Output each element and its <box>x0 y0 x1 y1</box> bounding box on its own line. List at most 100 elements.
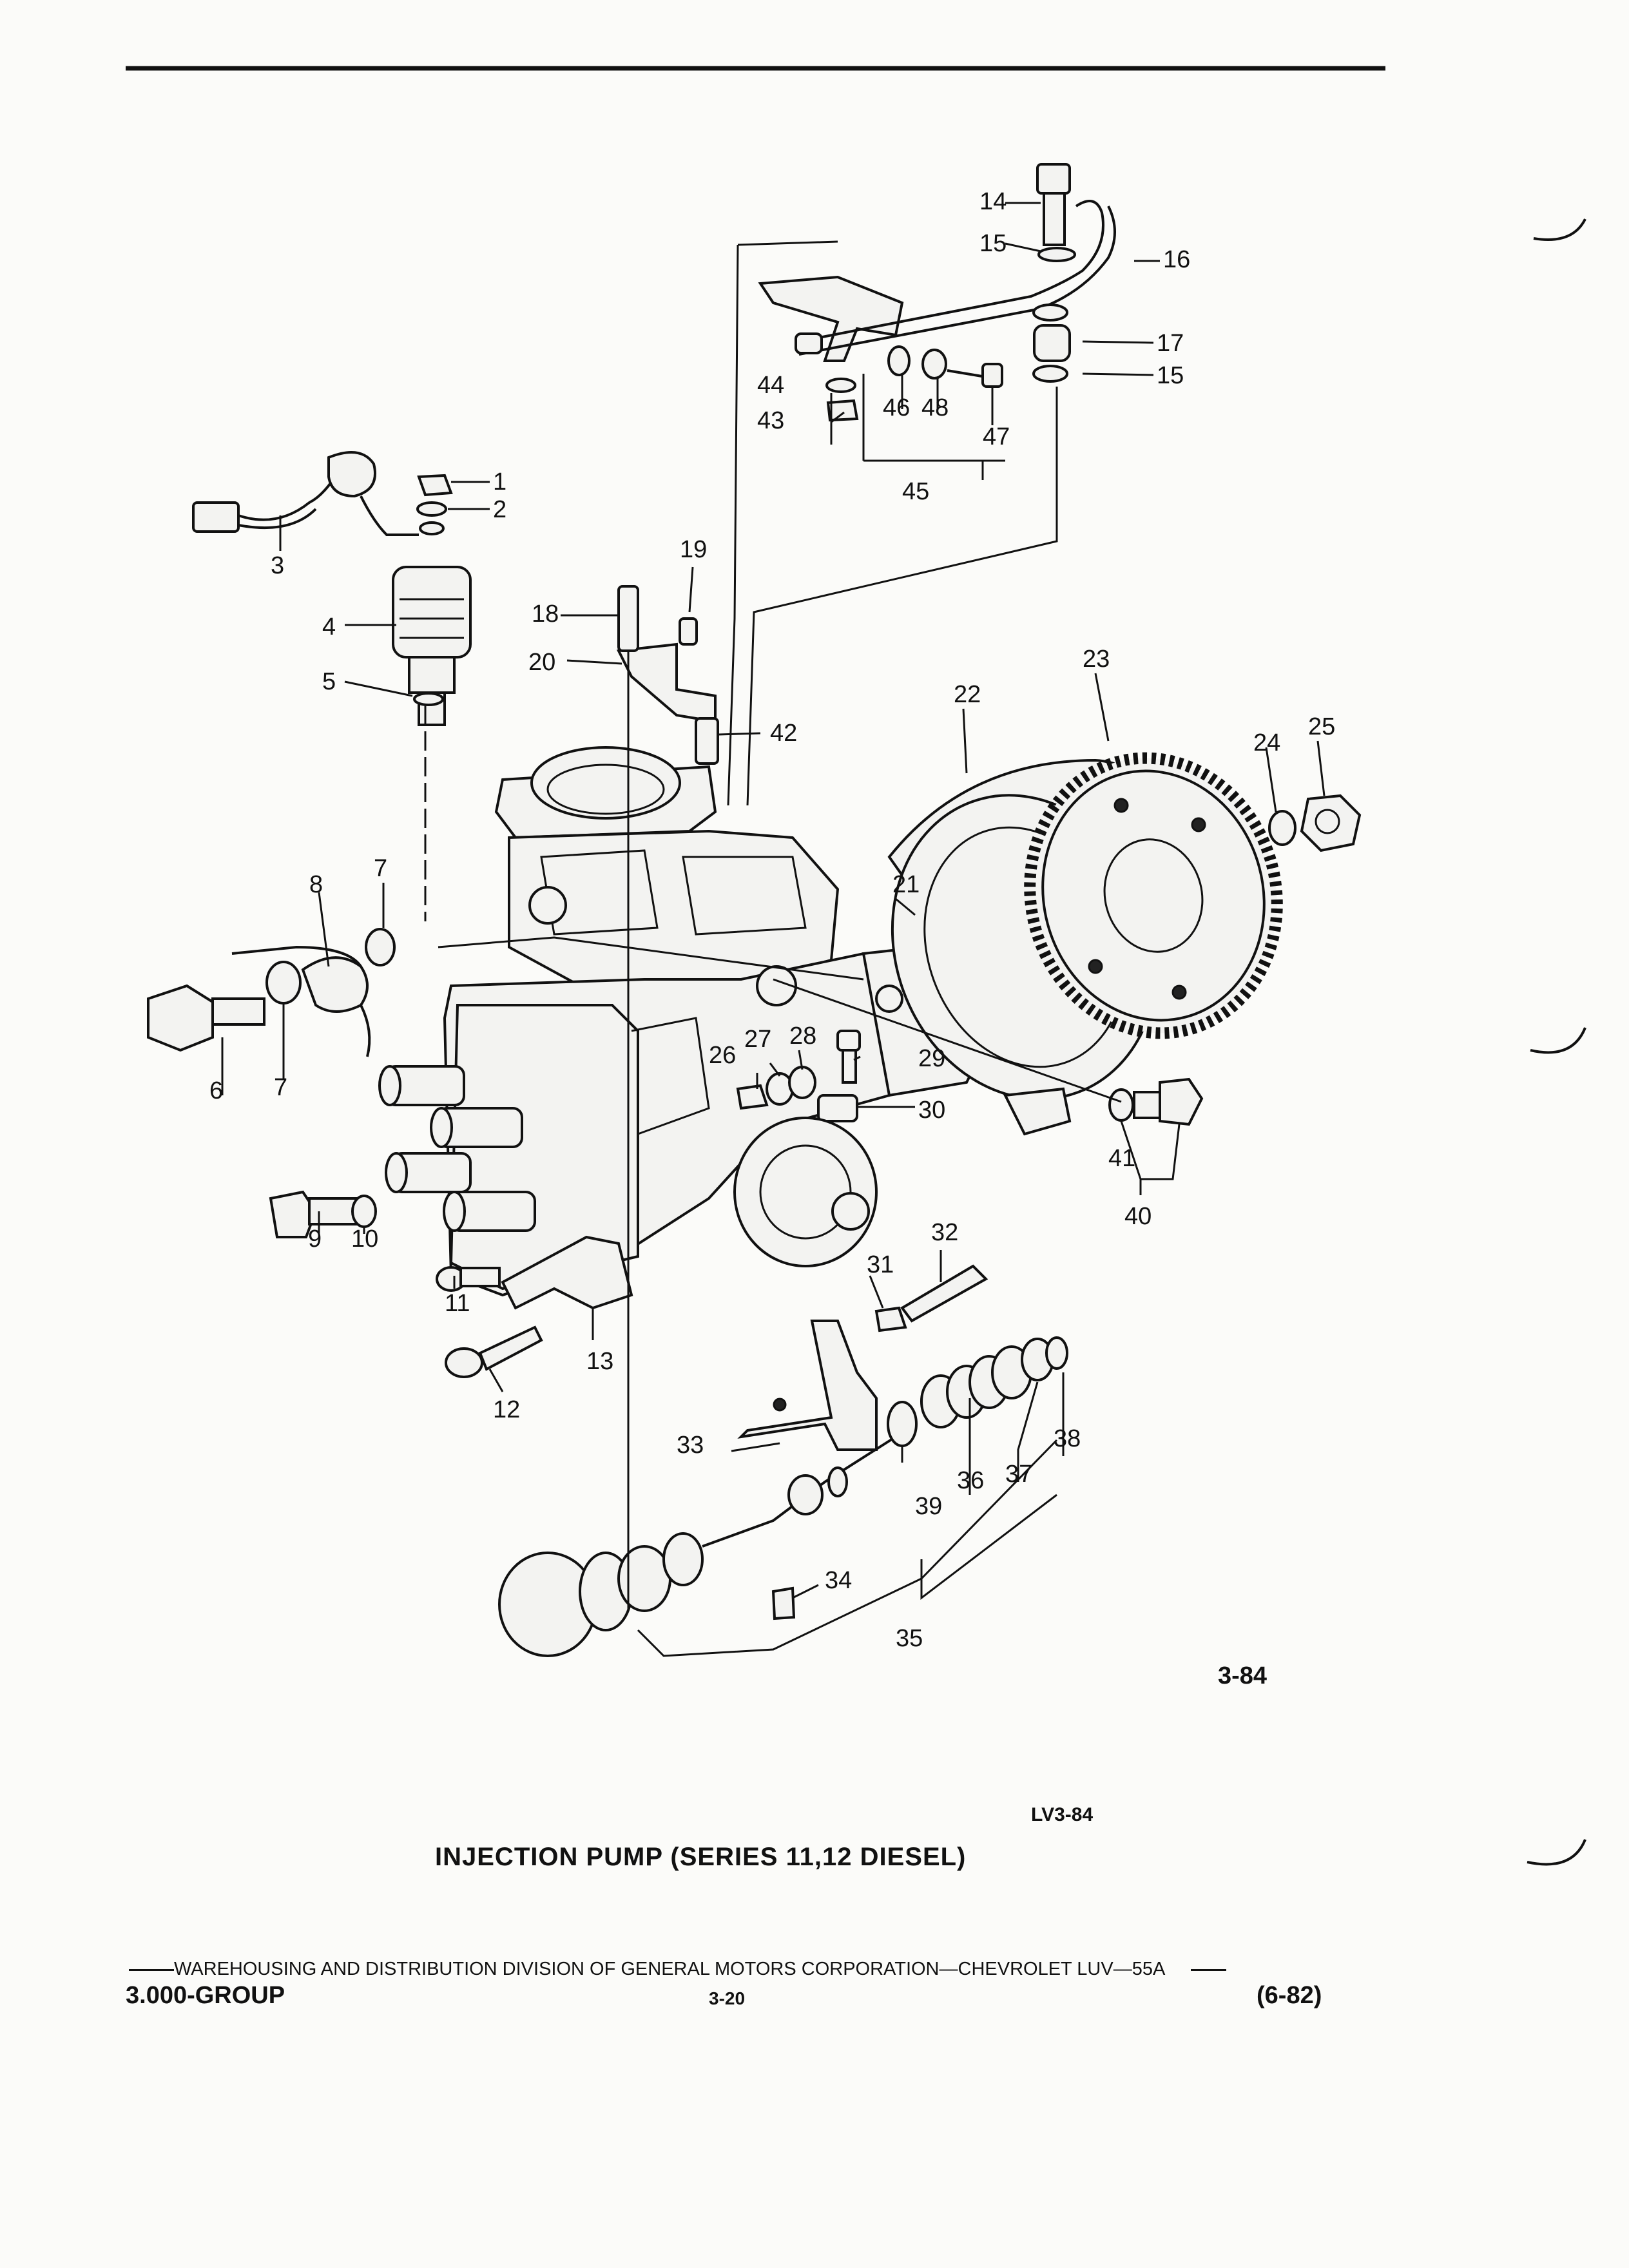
edge-mark <box>1533 218 1586 241</box>
callout-34: 34 <box>825 1567 852 1594</box>
reference-line <box>727 244 739 806</box>
footer-rule-right <box>1191 1968 1227 1971</box>
pump-body <box>378 746 1007 1297</box>
callout-5: 5 <box>322 668 336 695</box>
reference-line <box>637 1439 1058 1657</box>
callout-15: 15 <box>979 230 1007 257</box>
banjo-fitting-6-8 <box>147 928 396 1057</box>
bracket-13 <box>501 1235 633 1310</box>
callout-19: 19 <box>680 536 707 563</box>
callout-14: 14 <box>979 188 1007 215</box>
callout-37: 37 <box>1005 1461 1032 1488</box>
edge-mark <box>1530 1027 1586 1054</box>
callout-12: 12 <box>493 1396 520 1423</box>
callout-1: 1 <box>493 468 506 495</box>
callout-36: 36 <box>957 1467 984 1494</box>
callout-41: 41 <box>1108 1145 1135 1172</box>
callout-10: 10 <box>351 1225 378 1253</box>
vacuum-actuator-35 <box>498 1436 897 1657</box>
callout-3: 3 <box>271 552 284 579</box>
ring-38 <box>1045 1336 1068 1370</box>
banjo-bolt-14 <box>1036 163 1071 246</box>
washer-2b <box>419 521 445 535</box>
washer-24 <box>1268 810 1296 846</box>
callout-8: 8 <box>309 871 323 898</box>
spring-36 <box>920 1345 1032 1428</box>
callout-44: 44 <box>757 372 784 399</box>
bolt-12 <box>445 1325 543 1378</box>
callout-16: 16 <box>1163 246 1190 273</box>
callout-45: 45 <box>902 478 929 505</box>
washer-10 <box>351 1195 377 1228</box>
banjo-17 <box>1033 324 1071 362</box>
callout-7: 7 <box>374 855 387 882</box>
harness-3 <box>192 451 419 536</box>
callout-46: 46 <box>883 394 910 421</box>
callout-26: 26 <box>709 1042 736 1069</box>
washer-15b <box>1032 303 1068 322</box>
callout-30: 30 <box>918 1097 945 1124</box>
callout-15: 15 <box>1157 362 1184 389</box>
callout-40: 40 <box>1124 1203 1152 1230</box>
figure-number: 3-84 <box>1218 1662 1268 1689</box>
callout-7: 7 <box>274 1074 287 1101</box>
footer-division-text: WAREHOUSING AND DISTRIBUTION DIVISION OF… <box>174 1959 1166 1979</box>
callout-18: 18 <box>532 601 559 628</box>
stud-32 <box>900 1264 988 1323</box>
callout-6: 6 <box>209 1077 223 1104</box>
callout-4: 4 <box>322 613 336 640</box>
footer-division-line: WAREHOUSING AND DISTRIBUTION DIVISION OF… <box>129 1959 1227 1980</box>
callout-43: 43 <box>757 407 784 434</box>
callout-11: 11 <box>445 1290 470 1317</box>
callout-22: 22 <box>954 681 981 708</box>
callout-35: 35 <box>896 1625 923 1652</box>
callout-25: 25 <box>1308 713 1335 740</box>
washer-15 <box>1037 247 1076 262</box>
reference-line <box>438 936 864 981</box>
callout-33: 33 <box>677 1432 704 1459</box>
nut-1 <box>417 474 453 497</box>
washer-15c <box>1032 365 1068 383</box>
nut-25 <box>1300 794 1362 852</box>
callout-39: 39 <box>915 1493 942 1520</box>
figure-title: INJECTION PUMP (SERIES 11,12 DIESEL) <box>435 1843 967 1871</box>
fuel-cut-solenoid-4 <box>392 566 472 726</box>
footer-page-number: 3-20 <box>709 1988 746 2008</box>
hardware-43-48 <box>825 345 1003 422</box>
bracket-20 <box>616 585 719 765</box>
hardware-26-30 <box>736 1030 861 1122</box>
callout-31: 31 <box>867 1251 894 1278</box>
callout-32: 32 <box>931 1219 958 1246</box>
callout-47: 47 <box>983 423 1010 450</box>
callout-23: 23 <box>1083 646 1110 673</box>
callout-28: 28 <box>789 1023 816 1050</box>
reference-line <box>773 978 1122 1103</box>
callout-48: 48 <box>921 394 949 421</box>
edge-mark <box>1527 1839 1586 1866</box>
bracket-assembly-top <box>758 200 1116 362</box>
footer-rule-left <box>129 1968 174 1971</box>
leader-lines <box>221 202 1325 1600</box>
bolt-9 <box>269 1190 362 1238</box>
callout-42: 42 <box>770 720 797 747</box>
screw-34 <box>771 1586 796 1620</box>
callout-38: 38 <box>1054 1425 1081 1452</box>
plug-bolt-40 <box>1108 1077 1204 1126</box>
callout-2: 2 <box>493 496 506 523</box>
callout-24: 24 <box>1253 729 1280 756</box>
callout-27: 27 <box>744 1026 771 1053</box>
reference-line <box>746 387 1058 806</box>
drive-gear-23 <box>1024 752 1283 1039</box>
callout-13: 13 <box>586 1348 613 1375</box>
seat-39 <box>887 1401 918 1447</box>
reference-line <box>737 240 838 246</box>
callout-21: 21 <box>892 871 920 898</box>
callout-9: 9 <box>308 1225 322 1253</box>
bracket-33 <box>737 1320 878 1451</box>
nut-31 <box>874 1306 907 1332</box>
callout-17: 17 <box>1157 330 1184 357</box>
callout-20: 20 <box>528 649 555 676</box>
feed-pump <box>733 1117 878 1267</box>
